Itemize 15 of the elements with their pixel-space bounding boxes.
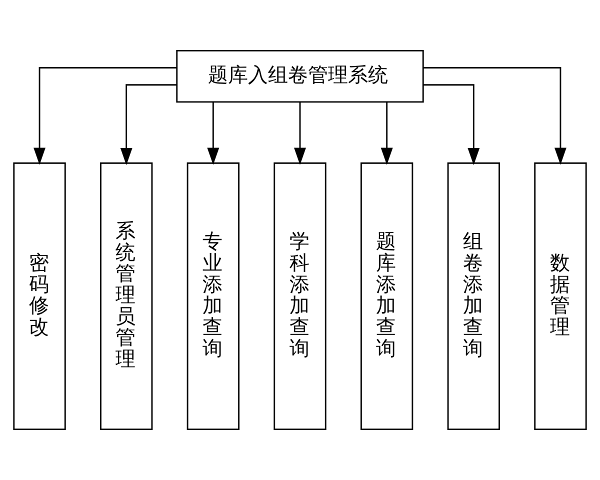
arrow: [207, 102, 220, 165]
arrow: [294, 102, 306, 165]
node-box: 密码修改: [13, 162, 66, 430]
node-box: 学科添加查询: [274, 162, 326, 430]
node-box: 数据管理: [534, 162, 587, 430]
node-box: 系统管理员管理: [100, 162, 153, 430]
node-box: 题库入组卷管理系统: [176, 50, 424, 103]
arrow: [423, 84, 480, 166]
node-box: 组卷添加查询: [447, 162, 500, 430]
arrow: [380, 102, 393, 165]
node-box: 专业添加查询: [186, 162, 240, 430]
arrow: [120, 84, 177, 166]
arrow: [34, 67, 177, 165]
node-box: 题库添加查询: [360, 162, 414, 430]
arrow: [423, 67, 566, 165]
